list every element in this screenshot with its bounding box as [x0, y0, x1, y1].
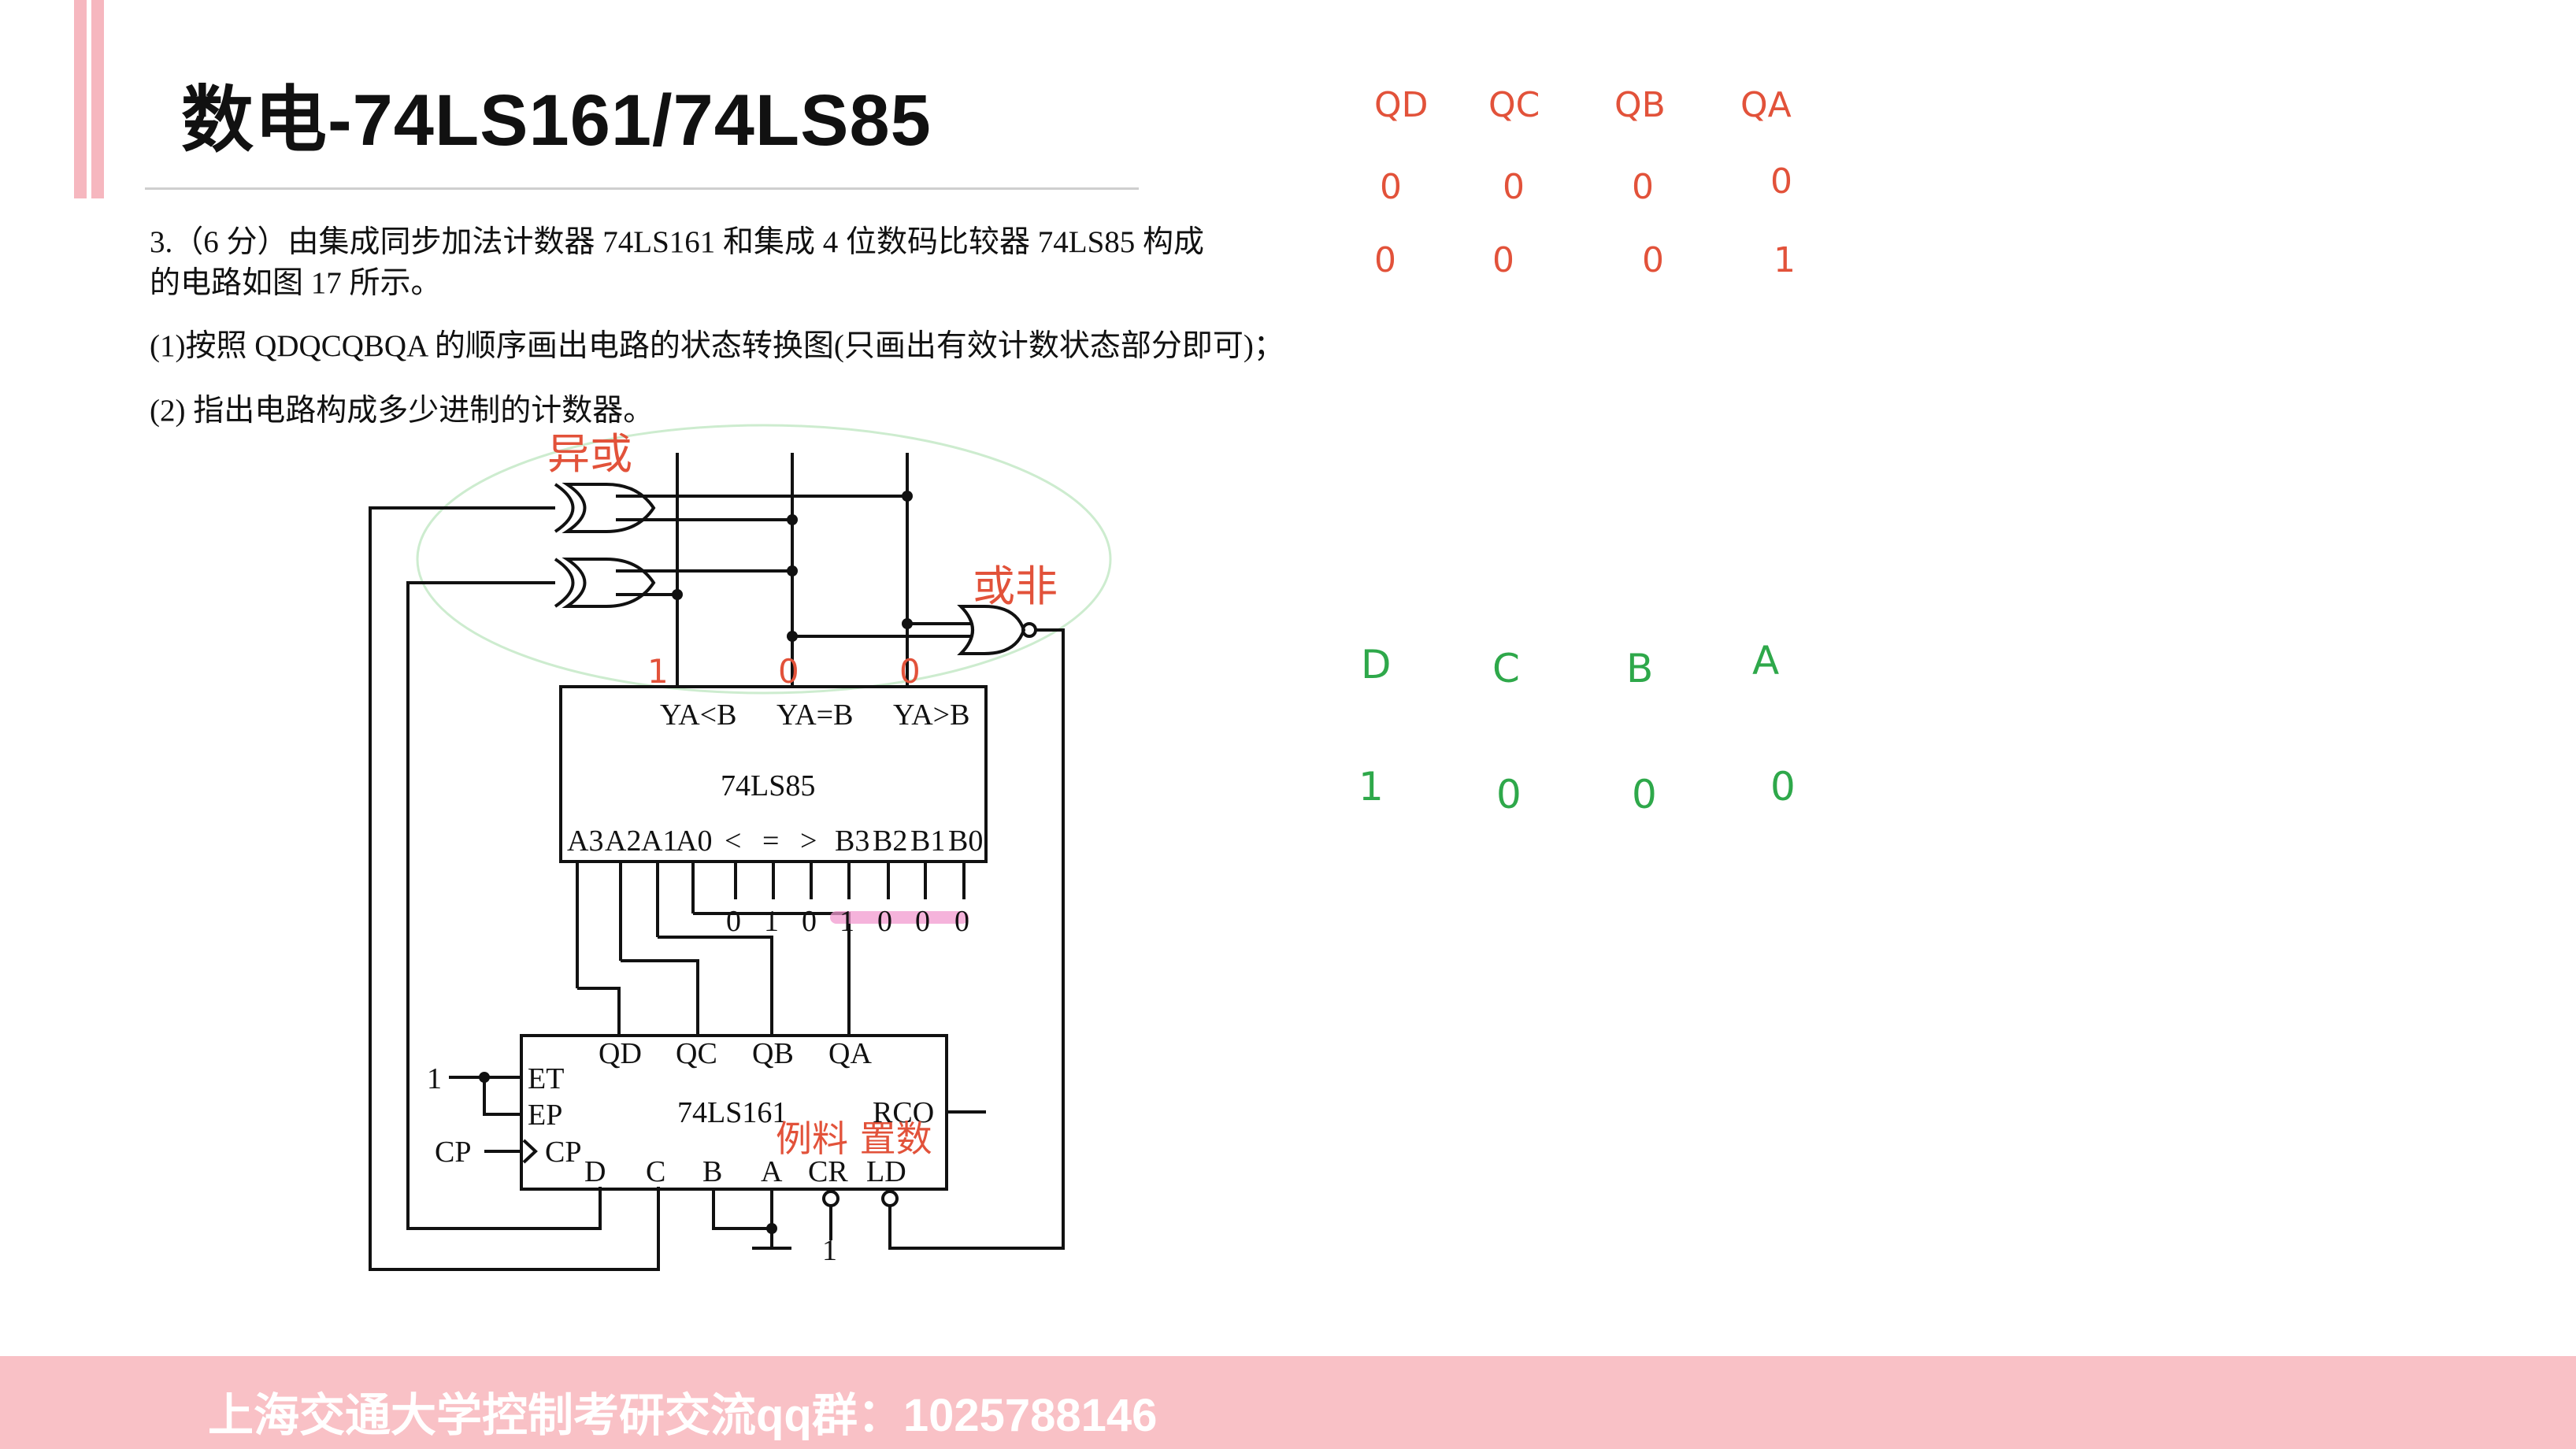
comparator-pin-b1: B1 — [910, 825, 945, 858]
counter-pin-a: A — [761, 1155, 783, 1188]
comparator-y-gt: YA>B — [893, 699, 969, 732]
q-header-qa: QA — [1740, 85, 1792, 125]
cascade-value-gt: 0 — [802, 905, 817, 938]
q-row1-qd: 0 — [1380, 167, 1402, 207]
comparator-pin-a0: A0 — [676, 825, 712, 858]
output-value-gt: 0 — [899, 652, 921, 691]
counter-pin-cr: CR — [808, 1155, 848, 1188]
comparator-pin-b0: B0 — [948, 825, 983, 858]
comparator-pin-b2: B2 — [873, 825, 907, 858]
counter-pin-rco: RCO — [873, 1096, 934, 1129]
footer-bar — [0, 1356, 2576, 1449]
q-row1-qa: 0 — [1770, 161, 1792, 202]
cr-value: 1 — [822, 1234, 837, 1267]
counter-pin-qd: QD — [599, 1037, 642, 1070]
comparator-pin-a2: A2 — [605, 825, 641, 858]
b3-value: 1 — [840, 905, 854, 938]
counter-note: 例料 置数 — [776, 1117, 932, 1160]
q-row2-qc: 0 — [1492, 240, 1514, 280]
counter-pin-et: ET — [528, 1062, 564, 1095]
nor-note: 或非 — [973, 561, 1058, 611]
cascade-value-eq: 1 — [764, 905, 779, 938]
title-divider — [145, 187, 1139, 190]
page-title: 数电-74LS161/74LS85 — [181, 80, 932, 161]
dcba-header-a: A — [1752, 638, 1780, 684]
q-row2-qb: 0 — [1642, 240, 1664, 280]
problem-line-3: (1)按照 QDQCQBQA 的顺序画出电路的状态转换图(只画出有效计数状态部分… — [150, 329, 1284, 363]
problem-line-1: 3.（6 分）由集成同步加法计数器 74LS161 和集成 4 位数码比较器 7… — [150, 225, 1205, 259]
counter-pin-qc: QC — [676, 1037, 717, 1070]
q-header-qd: QD — [1374, 85, 1429, 125]
enable-value: 1 — [427, 1062, 442, 1095]
comparator-pin-a3: A3 — [567, 825, 603, 858]
cascade-value-lt: 0 — [726, 905, 741, 938]
problem-line-2: 的电路如图 17 所示。 — [150, 266, 442, 300]
counter-pin-ld: LD — [866, 1155, 906, 1188]
counter-pin-b: B — [702, 1155, 722, 1188]
dcba-value-d: 1 — [1358, 764, 1384, 810]
counter-pin-d: D — [584, 1155, 606, 1188]
output-value-lt: 1 — [647, 652, 669, 691]
q-row1-qc: 0 — [1503, 167, 1525, 207]
comparator-y-lt: YA<B — [660, 699, 736, 732]
comparator-pin-gt: > — [800, 825, 817, 858]
comparator-pin-eq: = — [762, 825, 779, 858]
counter-pin-c: C — [646, 1155, 665, 1188]
q-row2-qd: 0 — [1374, 240, 1396, 280]
problem-line-4: (2) 指出电路构成多少进制的计数器。 — [150, 394, 654, 428]
counter-name: 74LS161 — [677, 1096, 787, 1129]
b1-value: 0 — [915, 905, 930, 938]
q-row1-qb: 0 — [1632, 167, 1654, 207]
title-accent-bar — [74, 0, 104, 198]
q-header-qb: QB — [1614, 85, 1666, 125]
xnor-note: 异或 — [547, 429, 632, 479]
b2-value: 0 — [877, 905, 892, 938]
q-row2-qa: 1 — [1774, 240, 1796, 280]
comparator-name: 74LS85 — [721, 769, 815, 802]
dcba-header-d: D — [1361, 642, 1392, 687]
dcba-value-a: 0 — [1770, 764, 1796, 810]
counter-pin-qb: QB — [752, 1037, 794, 1070]
counter-pin-cp: CP — [545, 1136, 581, 1169]
counter-pin-qa: QA — [828, 1037, 872, 1070]
dcba-header-b: B — [1626, 646, 1654, 691]
dcba-value-b: 0 — [1632, 772, 1657, 817]
q-header-qc: QC — [1488, 85, 1540, 125]
dcba-value-c: 0 — [1496, 772, 1522, 817]
dcba-header-c: C — [1492, 646, 1520, 691]
comparator-pin-b3: B3 — [835, 825, 869, 858]
output-value-eq: 0 — [778, 652, 799, 691]
comparator-pin-a1: A1 — [641, 825, 677, 858]
b0-value: 0 — [954, 905, 969, 938]
clock-label: CP — [435, 1136, 471, 1169]
footer-text: 上海交通大学控制考研交流qq群：1025788146 — [208, 1390, 1158, 1441]
counter-pin-ep: EP — [528, 1099, 562, 1132]
comparator-pin-lt: < — [725, 825, 741, 858]
comparator-y-eq: YA=B — [777, 699, 853, 732]
